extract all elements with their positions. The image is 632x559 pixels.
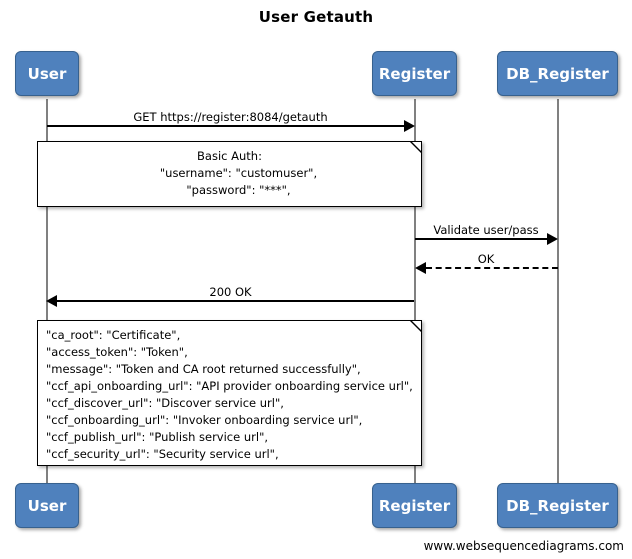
note-basic-auth: Basic Auth: "username": "customuser", "p… (37, 141, 422, 207)
participant-label: Register (378, 496, 451, 515)
message-arrowhead-validate-user-pass (547, 233, 558, 245)
message-arrowhead-200-ok (46, 295, 57, 307)
note-fold-corner-icon (411, 321, 421, 331)
message-label-get-getauth: GET https://register:8084/getauth (133, 110, 328, 124)
message-line-200-ok (57, 300, 414, 302)
lifeline-register (414, 99, 416, 489)
participant-db-register-top[interactable]: DB_Register (497, 51, 618, 96)
note-line: "ccf_api_onboarding_url": "API provider … (46, 379, 413, 393)
lifeline-db-register (557, 99, 559, 489)
participant-user-top[interactable]: User (15, 51, 79, 96)
participant-db-register-bottom[interactable]: DB_Register (497, 483, 618, 528)
participant-user-bottom[interactable]: User (15, 483, 79, 528)
page-title: User Getauth (258, 8, 374, 26)
footer-credit: www.websequencediagrams.com (423, 539, 624, 553)
message-arrowhead-get-getauth (404, 120, 415, 132)
message-line-validate-user-pass (415, 238, 547, 240)
participant-label: User (27, 64, 67, 83)
note-line: "ccf_onboarding_url": "Invoker onboardin… (46, 413, 363, 427)
message-arrowhead-ok (415, 262, 426, 274)
participant-label: Register (378, 64, 451, 83)
participant-register-bottom[interactable]: Register (372, 483, 457, 528)
note-line: "ccf_publish_url": "Publish service url"… (46, 430, 269, 444)
participant-register-top[interactable]: Register (372, 51, 457, 96)
message-label-validate-user-pass: Validate user/pass (433, 223, 539, 237)
note-line: "ccf_security_url": "Security service ur… (46, 447, 279, 461)
message-label-ok: OK (477, 252, 495, 266)
participant-label: DB_Register (506, 64, 609, 83)
message-line-ok (426, 267, 558, 269)
participant-label: DB_Register (506, 496, 609, 515)
note-line: "username": "customuser", (159, 166, 318, 180)
note-line: "password": "***", (186, 183, 291, 197)
note-line: "access_token": "Token", (46, 345, 188, 359)
note-line: "ca_root": "Certificate", (46, 328, 181, 342)
lifeline-user (46, 99, 48, 489)
note-fold-corner-icon (411, 142, 421, 152)
message-label-200-ok: 200 OK (209, 285, 252, 299)
note-line: Basic Auth: (197, 149, 262, 163)
participant-label: User (27, 496, 67, 515)
note-line: "ccf_discover_url": "Discover service ur… (46, 396, 284, 410)
note-line: "message": "Token and CA root returned s… (46, 362, 361, 376)
note-response-body: "ca_root": "Certificate", "access_token"… (37, 320, 422, 466)
message-line-get-getauth (47, 125, 404, 127)
